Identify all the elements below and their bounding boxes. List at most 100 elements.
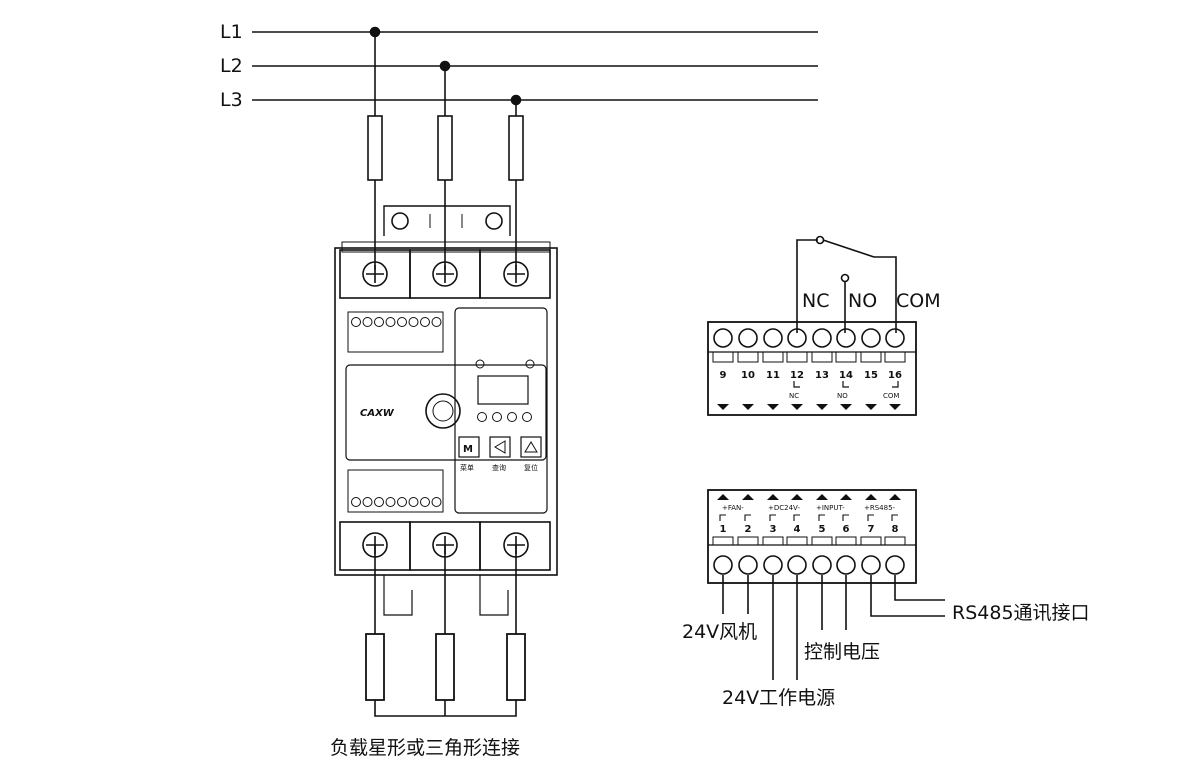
terminal-slot xyxy=(712,536,734,546)
terminal-screw-icon xyxy=(738,555,758,575)
terminal-drop-icon xyxy=(767,494,779,500)
no-label: NO xyxy=(848,290,877,312)
terminal-screw-icon xyxy=(836,555,856,575)
bracket-mark xyxy=(842,514,849,521)
terminal-slot xyxy=(786,351,808,363)
terminal-screw-icon xyxy=(812,328,832,348)
terminal-number: 1 xyxy=(720,524,727,535)
menu-key-letter: M xyxy=(463,444,473,455)
terminal-number: 12 xyxy=(790,370,804,381)
terminal-drop-icon xyxy=(816,404,828,410)
input-fuses xyxy=(367,32,524,270)
power-label: 24V工作电源 xyxy=(722,687,835,709)
terminal-screw-icon xyxy=(787,555,807,575)
terminal-drop-icon xyxy=(717,404,729,410)
terminal-number: 16 xyxy=(888,370,902,381)
device-relay-strip xyxy=(347,311,444,353)
fuse-icon xyxy=(508,115,524,181)
terminal-slot xyxy=(712,351,734,363)
output-load xyxy=(365,545,526,717)
mini-terminal-icon xyxy=(420,317,430,327)
mini-terminal-icon xyxy=(374,497,384,507)
terminal-drop-icon xyxy=(767,404,779,410)
terminal-screw-icon xyxy=(763,328,783,348)
load-resistor-icon xyxy=(435,633,455,701)
terminal-number: 4 xyxy=(794,524,801,535)
terminal-slot xyxy=(884,351,906,363)
brand-logo: CAXW xyxy=(360,408,395,419)
supply-lines: L1 L2 L3 xyxy=(220,21,818,111)
terminal-screw-icon xyxy=(503,261,529,287)
terminal-slot xyxy=(860,351,882,363)
load-resistor-icon xyxy=(365,633,385,701)
terminal-drop-icon xyxy=(865,404,877,410)
terminal-sub-com: COM xyxy=(883,392,899,400)
mini-terminal-icon xyxy=(362,497,373,507)
terminal-slot xyxy=(884,536,906,546)
terminal-screw-icon xyxy=(713,555,733,575)
terminal-screw-icon xyxy=(738,328,758,348)
mount-hole-icon xyxy=(485,212,503,230)
display-screen xyxy=(477,375,529,405)
group-fan: +FAN- xyxy=(722,504,744,512)
knob-icon xyxy=(425,393,461,429)
group-rs485: +RS485- xyxy=(864,504,896,512)
terminal-drop-icon xyxy=(791,404,803,410)
terminal-screw-icon xyxy=(861,328,881,348)
mini-terminal-icon xyxy=(431,497,442,507)
control-voltage-label: 控制电压 xyxy=(804,641,880,663)
terminal-number: 2 xyxy=(745,524,752,535)
device-io-strip xyxy=(347,469,444,513)
group-dc24v: +DC24V- xyxy=(768,504,800,512)
rs485-label: RS485通讯接口 xyxy=(952,602,1090,624)
fan-label: 24V风机 xyxy=(682,621,757,643)
terminal-screw-icon xyxy=(885,555,905,575)
status-led-icon xyxy=(507,412,517,422)
com-label: COM xyxy=(896,290,941,312)
mount-hole-icon xyxy=(391,212,409,230)
bracket-mark xyxy=(793,381,800,388)
bracket-mark xyxy=(867,514,874,521)
nc-label: NC xyxy=(802,290,829,312)
bracket-mark xyxy=(719,514,726,521)
query-button[interactable] xyxy=(489,436,511,458)
reset-button[interactable] xyxy=(520,436,542,458)
terminal-screw-icon xyxy=(787,328,807,348)
terminal-screw-icon xyxy=(861,555,881,575)
mini-terminal-icon xyxy=(431,317,442,327)
terminal-drop-icon xyxy=(742,494,754,500)
terminal-slot xyxy=(762,536,784,546)
bracket-mark xyxy=(744,514,751,521)
status-led-icon xyxy=(477,412,487,422)
terminal-drop-icon xyxy=(717,494,729,500)
bracket-mark xyxy=(891,514,898,521)
terminal-number: 6 xyxy=(843,524,850,535)
status-led-icon xyxy=(522,412,532,422)
terminal-number: 11 xyxy=(766,370,780,381)
bracket-mark xyxy=(769,514,776,521)
menu-button-label: 菜单 xyxy=(460,463,474,472)
up-arrow-icon xyxy=(524,441,538,453)
line-l2-label: L2 xyxy=(220,55,243,77)
terminal-slot xyxy=(737,536,759,546)
mini-terminal-icon xyxy=(374,317,384,327)
terminal-drop-icon xyxy=(840,404,852,410)
terminal-drop-icon xyxy=(889,404,901,410)
line-l1-label: L1 xyxy=(220,21,243,43)
terminal-slot xyxy=(811,351,833,363)
mini-terminal-icon xyxy=(351,497,361,507)
bracket-mark xyxy=(892,381,899,388)
panel-buttons: M 菜单 查询 复位 xyxy=(458,436,542,472)
mini-terminal-icon xyxy=(420,497,430,507)
terminal-drop-icon xyxy=(889,494,901,500)
terminal-slot xyxy=(835,351,857,363)
terminal-number: 15 xyxy=(864,370,878,381)
mini-terminal-icon xyxy=(385,497,396,507)
terminal-screw-icon xyxy=(812,555,832,575)
bracket-mark xyxy=(818,514,825,521)
terminal-number: 10 xyxy=(741,370,755,381)
terminal-screw-icon xyxy=(432,261,458,287)
terminal-screw-icon xyxy=(885,328,905,348)
menu-button[interactable] xyxy=(458,436,480,458)
